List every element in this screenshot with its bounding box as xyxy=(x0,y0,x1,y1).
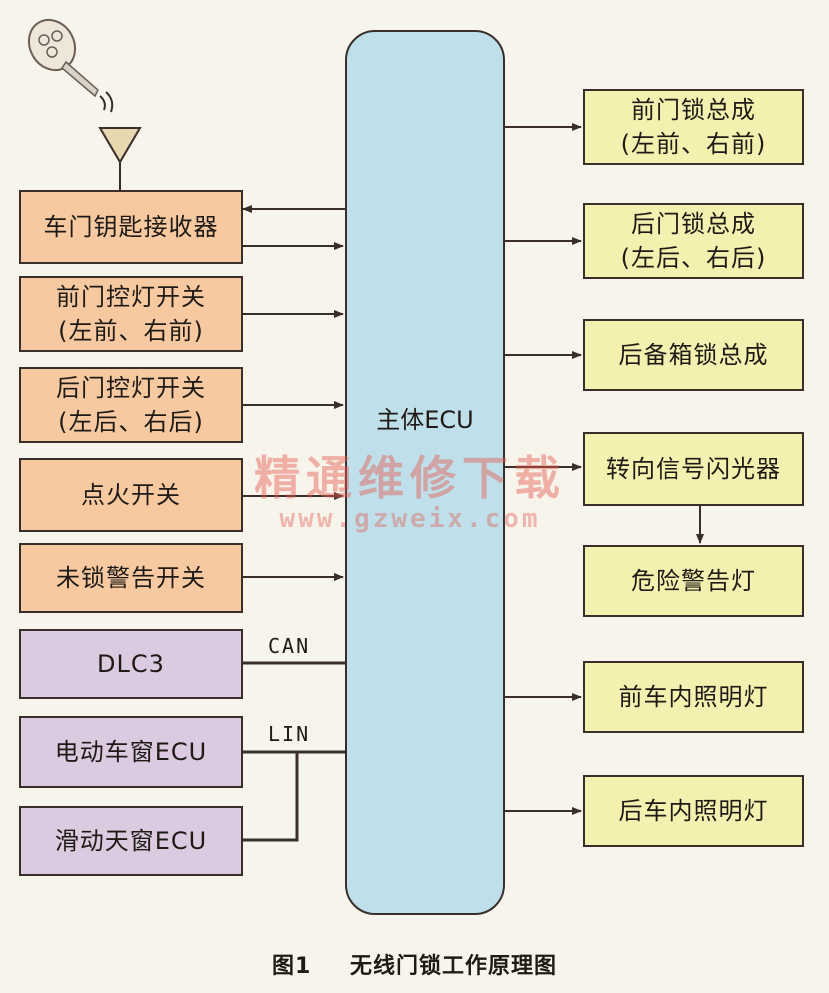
figure-title: 无线门锁工作原理图 xyxy=(349,954,557,979)
ignition-switch-label: 点火开关 xyxy=(81,481,181,509)
rear-interior-light-label: 后车内照明灯 xyxy=(618,797,769,825)
rear-courtesy-switch-box: 后门控灯开关 (左后、右后) xyxy=(19,367,243,443)
unlock-warning-switch-box: 未锁警告开关 xyxy=(19,543,243,613)
rear-courtesy-switch-label: 后门控灯开关 xyxy=(56,374,206,402)
figure-number: 图1 xyxy=(272,954,312,979)
key-fob-icon xyxy=(27,18,99,98)
ignition-switch-box: 点火开关 xyxy=(19,458,243,532)
front-courtesy-switch-box: 前门控灯开关 (左前、右前) xyxy=(19,276,243,352)
wire-lin-sunroof xyxy=(243,752,299,842)
body-ecu-label: 主体ECU xyxy=(376,406,474,434)
front-door-lock-label: 前门锁总成 xyxy=(631,96,756,124)
unlock-warning-switch-label: 未锁警告开关 xyxy=(56,564,206,592)
rear-interior-light-box: 后车内照明灯 xyxy=(583,775,804,847)
front-interior-light-box: 前车内照明灯 xyxy=(583,661,804,733)
body-ecu-box xyxy=(345,30,505,915)
trunk-lock-label: 后备箱锁总成 xyxy=(618,341,769,369)
lin-bus-label: LIN xyxy=(268,722,311,746)
dlc3-box: DLC3 xyxy=(19,629,243,699)
sunroof-ecu-box: 滑动天窗ECU xyxy=(19,806,243,876)
figure-caption: 图1 无线门锁工作原理图 xyxy=(0,948,829,980)
front-door-lock-box: 前门锁总成 (左前、右前) xyxy=(583,89,804,165)
hazard-lamp-box: 危险警告灯 xyxy=(583,545,804,617)
front-courtesy-switch-label: 前门控灯开关 xyxy=(56,283,206,311)
turn-signal-flasher-box: 转向信号闪光器 xyxy=(583,432,804,506)
trunk-lock-box: 后备箱锁总成 xyxy=(583,319,804,391)
receiver-label: 车门钥匙接收器 xyxy=(43,213,219,241)
sunroof-ecu-label: 滑动天窗ECU xyxy=(54,827,208,855)
front-interior-light-label: 前车内照明灯 xyxy=(618,683,769,711)
rear-door-lock-label: 后门锁总成 xyxy=(631,210,756,238)
power-window-ecu-box: 电动车窗ECU xyxy=(19,716,243,788)
turn-signal-flasher-label: 转向信号闪光器 xyxy=(606,455,781,483)
dlc3-label: DLC3 xyxy=(97,650,165,678)
front-courtesy-switch-sublabel: (左前、右前) xyxy=(58,317,204,345)
can-bus-label: CAN xyxy=(268,634,311,658)
signal-waves-icon xyxy=(99,91,114,113)
front-door-lock-sublabel: (左前、右前) xyxy=(620,130,767,158)
receiver-box: 车门钥匙接收器 xyxy=(19,190,243,264)
antenna-icon xyxy=(98,127,142,164)
rear-courtesy-switch-sublabel: (左后、右后) xyxy=(58,408,204,436)
power-window-ecu-label: 电动车窗ECU xyxy=(54,738,208,766)
hazard-lamp-label: 危险警告灯 xyxy=(631,567,756,595)
rear-door-lock-sublabel: (左后、右后) xyxy=(620,244,767,272)
rear-door-lock-box: 后门锁总成 (左后、右后) xyxy=(583,203,804,279)
